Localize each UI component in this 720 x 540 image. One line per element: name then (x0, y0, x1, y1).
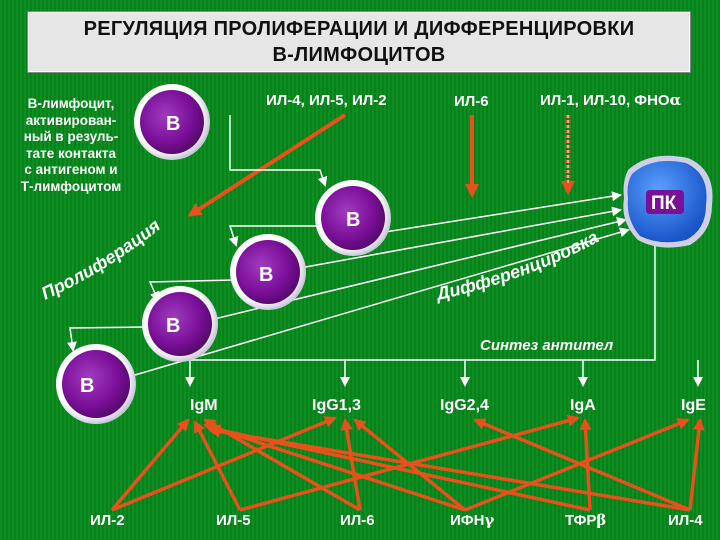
arrow-b1-to-b2 (230, 115, 325, 185)
svg-text:В: В (346, 209, 360, 231)
svg-text:В: В (166, 113, 180, 135)
label-il2-bottom: ИЛ-2 (90, 512, 125, 529)
label-proliferation: Пролиферация (38, 215, 164, 304)
pk-label: ПК (651, 193, 677, 214)
b-cell-3: В (230, 234, 306, 310)
label-ige: IgE (681, 397, 706, 414)
label-igg13: IgG1,3 (312, 397, 361, 414)
label-tgf-beta: ТФРβ (565, 511, 606, 529)
label-differentiation: Дифференцировка (433, 227, 602, 305)
label-il6-bottom: ИЛ-6 (340, 512, 375, 529)
label-ifn-gamma: ИФНγ (450, 511, 494, 529)
b-cell-4: В (142, 286, 218, 362)
label-il5-bottom: ИЛ-5 (216, 512, 251, 529)
svg-text:В: В (80, 375, 94, 397)
b-cell-2: В (315, 180, 391, 256)
svg-text:В: В (259, 264, 273, 286)
label-igm: IgM (190, 397, 218, 414)
b-cell-5: В (56, 344, 136, 424)
svg-text:В: В (166, 315, 180, 337)
label-igg24: IgG2,4 (440, 397, 489, 414)
label-antibody-synthesis: Синтез антител (480, 337, 614, 354)
label-il1-il10-fno: ИЛ-1, ИЛ-10, ФНОα (540, 91, 682, 109)
label-il6-top: ИЛ-6 (454, 93, 489, 110)
cytokine-regulation-arrows (112, 418, 700, 510)
label-il4-il5-il2: ИЛ-4, ИЛ-5, ИЛ-2 (266, 92, 387, 109)
b-cell-1: В (134, 84, 210, 160)
arrow-b2-to-pk (385, 195, 620, 232)
label-il4-bottom: ИЛ-4 (668, 512, 703, 529)
plasma-cell-pk: ПК (623, 156, 712, 248)
label-iga: IgA (570, 397, 596, 414)
